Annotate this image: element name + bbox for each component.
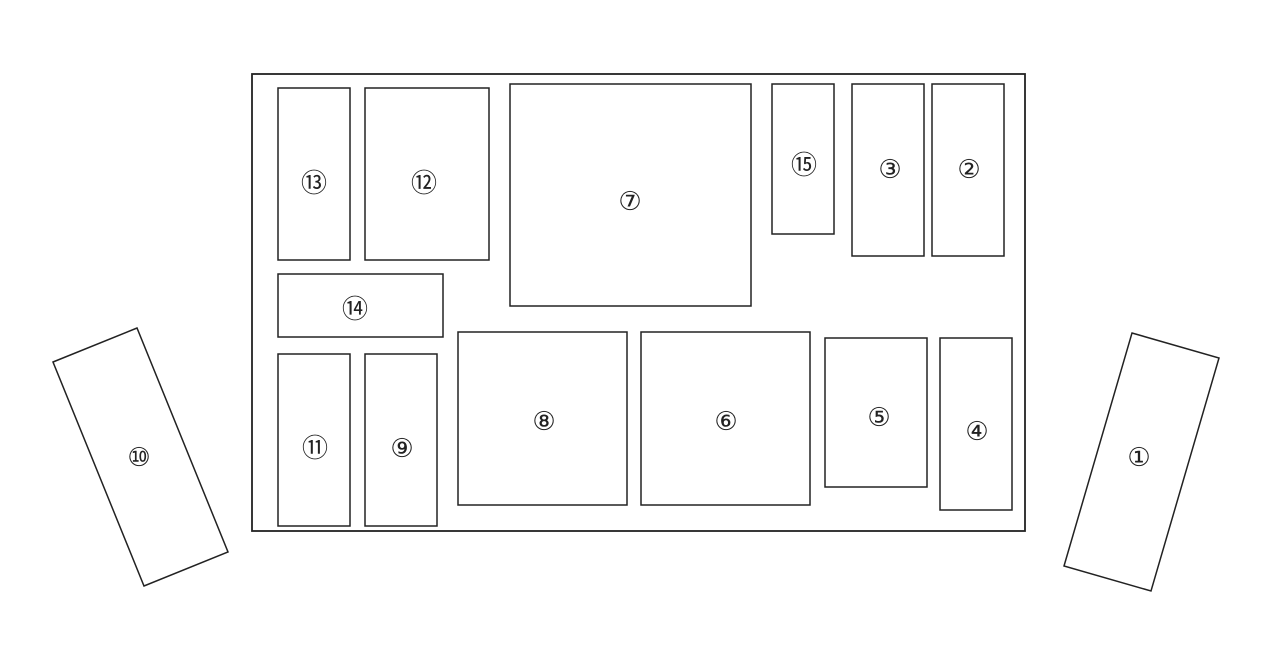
box-3: ③ (851, 83, 925, 257)
box-11-rect (277, 353, 351, 527)
box-13-label: ⑬ (301, 169, 327, 199)
box-11-label: ⑪ (302, 434, 328, 464)
box-10: ⑩ (52, 327, 229, 587)
box-11: ⑪ (277, 353, 351, 527)
box-8: ⑧ (457, 331, 628, 506)
box-7-rect (509, 83, 752, 307)
box-8-rect (457, 331, 628, 506)
box-5: ⑤ (824, 337, 928, 488)
box-14-rect (277, 273, 444, 338)
box-2: ② (931, 83, 1005, 257)
box-5-rect (824, 337, 928, 488)
box-7: ⑦ (509, 83, 752, 307)
box-5-label: ⑤ (867, 403, 890, 433)
box-9: ⑨ (364, 353, 438, 527)
box-9-rect (364, 353, 438, 527)
box-6-rect (640, 331, 811, 506)
box-1: ① (1063, 332, 1220, 592)
box-15-label: ⑮ (791, 151, 817, 181)
box-1-label: ① (1127, 443, 1150, 473)
box-12-label: ⑫ (411, 169, 437, 199)
box-4-label: ④ (965, 417, 988, 447)
box-15: ⑮ (771, 83, 835, 235)
box-2-label: ② (957, 155, 980, 185)
box-6: ⑥ (640, 331, 811, 506)
box-12-rect (364, 87, 490, 261)
box-1-rect (1063, 332, 1220, 592)
box-2-rect (931, 83, 1005, 257)
box-15-rect (771, 83, 835, 235)
box-10-label: ⑩ (127, 443, 150, 473)
box-14-label: ⑭ (342, 295, 368, 325)
box-13: ⑬ (277, 87, 351, 261)
box-14: ⑭ (277, 273, 444, 338)
box-3-label: ③ (878, 155, 901, 185)
box-7-label: ⑦ (618, 187, 641, 217)
box-12: ⑫ (364, 87, 490, 261)
outer-frame (251, 73, 1026, 532)
box-4-rect (939, 337, 1013, 511)
box-9-label: ⑨ (390, 434, 413, 464)
box-3-rect (851, 83, 925, 257)
box-6-label: ⑥ (714, 407, 737, 437)
box-10-rect (52, 327, 229, 587)
box-4: ④ (939, 337, 1013, 511)
box-13-rect (277, 87, 351, 261)
box-8-label: ⑧ (532, 407, 555, 437)
